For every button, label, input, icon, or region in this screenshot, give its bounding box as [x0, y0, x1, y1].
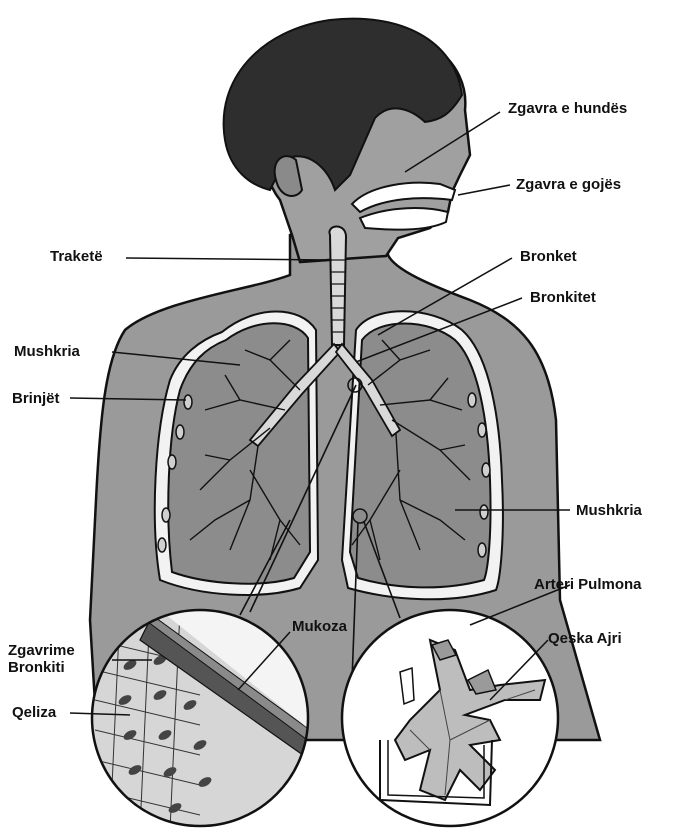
alveoli-zoom [342, 610, 558, 826]
label-ribs: Brinjët [12, 390, 60, 407]
trachea [329, 226, 346, 345]
label-pulmonary-artery: Arteri Pulmona [534, 576, 642, 593]
label-alveolus: Qeska Ajri [548, 630, 622, 647]
label-lung-right: Mushkria [576, 502, 642, 519]
bronchiole-tissue-zoom [90, 610, 310, 829]
label-bronchiole-cavities-line1: Zgavrime [8, 642, 118, 659]
label-oral-cavity: Zgavra e gojës [516, 176, 621, 193]
label-nasal-cavity: Zgavra e hundës [508, 100, 627, 117]
label-lung-left: Mushkria [14, 343, 80, 360]
label-bronchiole-cavities-line2: Bronkiti [8, 659, 118, 676]
label-trachea: Traketë [50, 248, 103, 265]
label-bronchiole-cavities: Zgavrime Bronkiti [8, 642, 118, 676]
label-bronchi: Bronket [520, 248, 577, 265]
label-mucosa: Mukoza [292, 618, 347, 635]
label-bronchioles: Bronkitet [530, 289, 596, 306]
label-cells: Qeliza [12, 704, 56, 721]
right-lung [350, 324, 491, 588]
